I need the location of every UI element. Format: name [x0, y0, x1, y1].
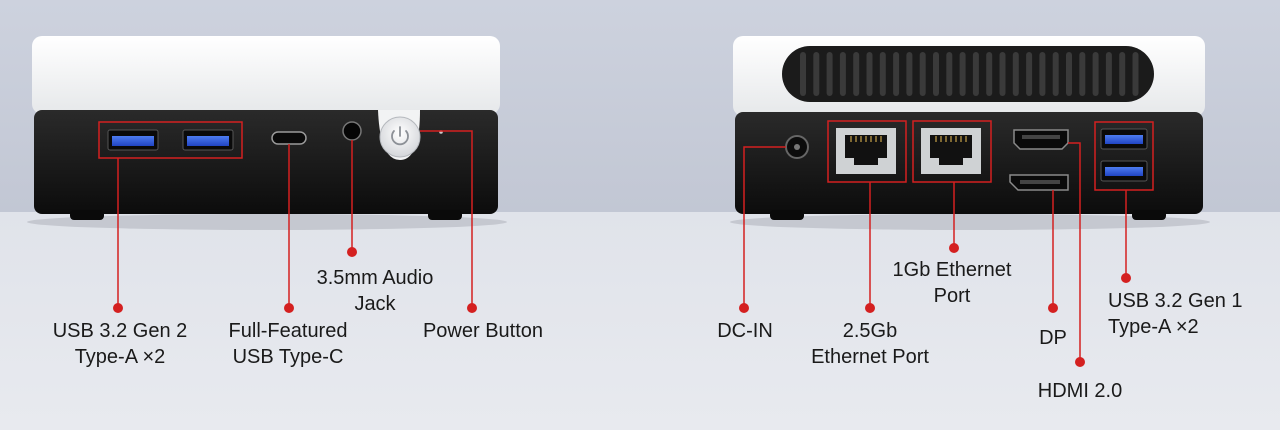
rear-foot-right: [1132, 210, 1166, 220]
front-white-top: [32, 36, 500, 114]
vent-slot: [1132, 52, 1139, 96]
label-eth-25: 2.5Gb Ethernet Port: [811, 320, 929, 368]
label-eth-1: 1Gb Ethernet Port: [892, 259, 1012, 307]
label-hdmi: HDMI 2.0: [1037, 380, 1123, 402]
vent-slot: [906, 52, 913, 96]
usb-a-port-icon: [1100, 128, 1148, 150]
audio-callout-dot: [347, 247, 357, 257]
ethernet-port-icon: [836, 128, 896, 174]
eth-25-callout-dot: [865, 303, 875, 313]
front-black-face: [34, 110, 498, 214]
ethernet-port-icon: [921, 128, 981, 174]
vent-slot: [1092, 52, 1099, 96]
vent-slot: [813, 52, 820, 96]
label-power-button: Power Button: [422, 320, 544, 342]
table-surface: [0, 212, 1280, 430]
eth-1-callout-box: [912, 120, 992, 183]
usb-c-port-icon: [271, 131, 307, 145]
vent-slot: [826, 52, 833, 96]
vent-slot: [919, 52, 926, 96]
vent-slot: [893, 52, 900, 96]
usb-a-port-icon: [1100, 160, 1148, 182]
audio-jack-icon: [342, 121, 362, 141]
usb-gen1-callout-box: [1094, 121, 1154, 191]
vent-slot: [800, 52, 806, 96]
vent-slot: [866, 52, 873, 96]
vent-slot: [1066, 52, 1072, 96]
usb-a-port-icon: [107, 129, 159, 151]
vent-slot: [1052, 52, 1059, 96]
vent-slot: [1026, 52, 1033, 96]
eth-25-callout-box: [827, 120, 907, 183]
hdmi-callout-line: [1068, 142, 1081, 362]
usb-gen1-callout-dot: [1121, 273, 1131, 283]
hdmi-callout-dot: [1075, 357, 1085, 367]
usb-gen2-callout-box: [98, 121, 243, 159]
vent-slot: [933, 52, 939, 96]
vent-slot: [1012, 52, 1019, 96]
vent-slot: [1079, 52, 1086, 96]
vent-slot: [1105, 52, 1112, 96]
vent-slot: [1039, 52, 1046, 96]
power-icon: [391, 126, 409, 146]
vent-slots: [800, 52, 1139, 96]
vent-slot: [879, 52, 886, 96]
vent-slot: [839, 52, 846, 96]
vent-slot: [959, 52, 966, 96]
eth-1-callout-dot: [949, 243, 959, 253]
dp-callout-dot: [1048, 303, 1058, 313]
front-foot-right: [428, 210, 462, 220]
rear-foot-left: [770, 210, 804, 220]
label-usb-gen2: USB 3.2 Gen 2 Type-A ×2: [52, 320, 188, 368]
label-dp: DP: [1039, 327, 1067, 349]
power-callout-line: [420, 130, 473, 308]
usb-gen2-callout-dot: [113, 303, 123, 313]
label-usb-gen1: USB 3.2 Gen 1 Type-A ×2: [1108, 290, 1243, 338]
rear-unit: [730, 36, 1210, 367]
dc-in-callout-line: [743, 146, 786, 308]
power-callout-dot: [467, 303, 477, 313]
usb-c-callout-dot: [284, 303, 294, 313]
label-dc-in: DC-IN: [717, 320, 773, 342]
hdmi-port-icon: [1013, 129, 1069, 150]
power-button: [379, 116, 421, 158]
vent-slot: [986, 52, 993, 96]
vent-grille: [782, 46, 1154, 102]
vent-slot: [1119, 52, 1126, 96]
label-audio-jack: 3.5mm Audio Jack: [316, 267, 434, 315]
vent-slot: [972, 52, 979, 96]
vent-slot: [853, 52, 860, 96]
front-foot-left: [70, 210, 104, 220]
vent-slot: [946, 52, 953, 96]
vent-slot: [999, 52, 1006, 96]
dc-in-callout-dot: [739, 303, 749, 313]
label-usb-c: Full-Featured USB Type-C: [228, 320, 348, 368]
front-unit: [27, 36, 507, 313]
usb-a-port-icon: [182, 129, 234, 151]
